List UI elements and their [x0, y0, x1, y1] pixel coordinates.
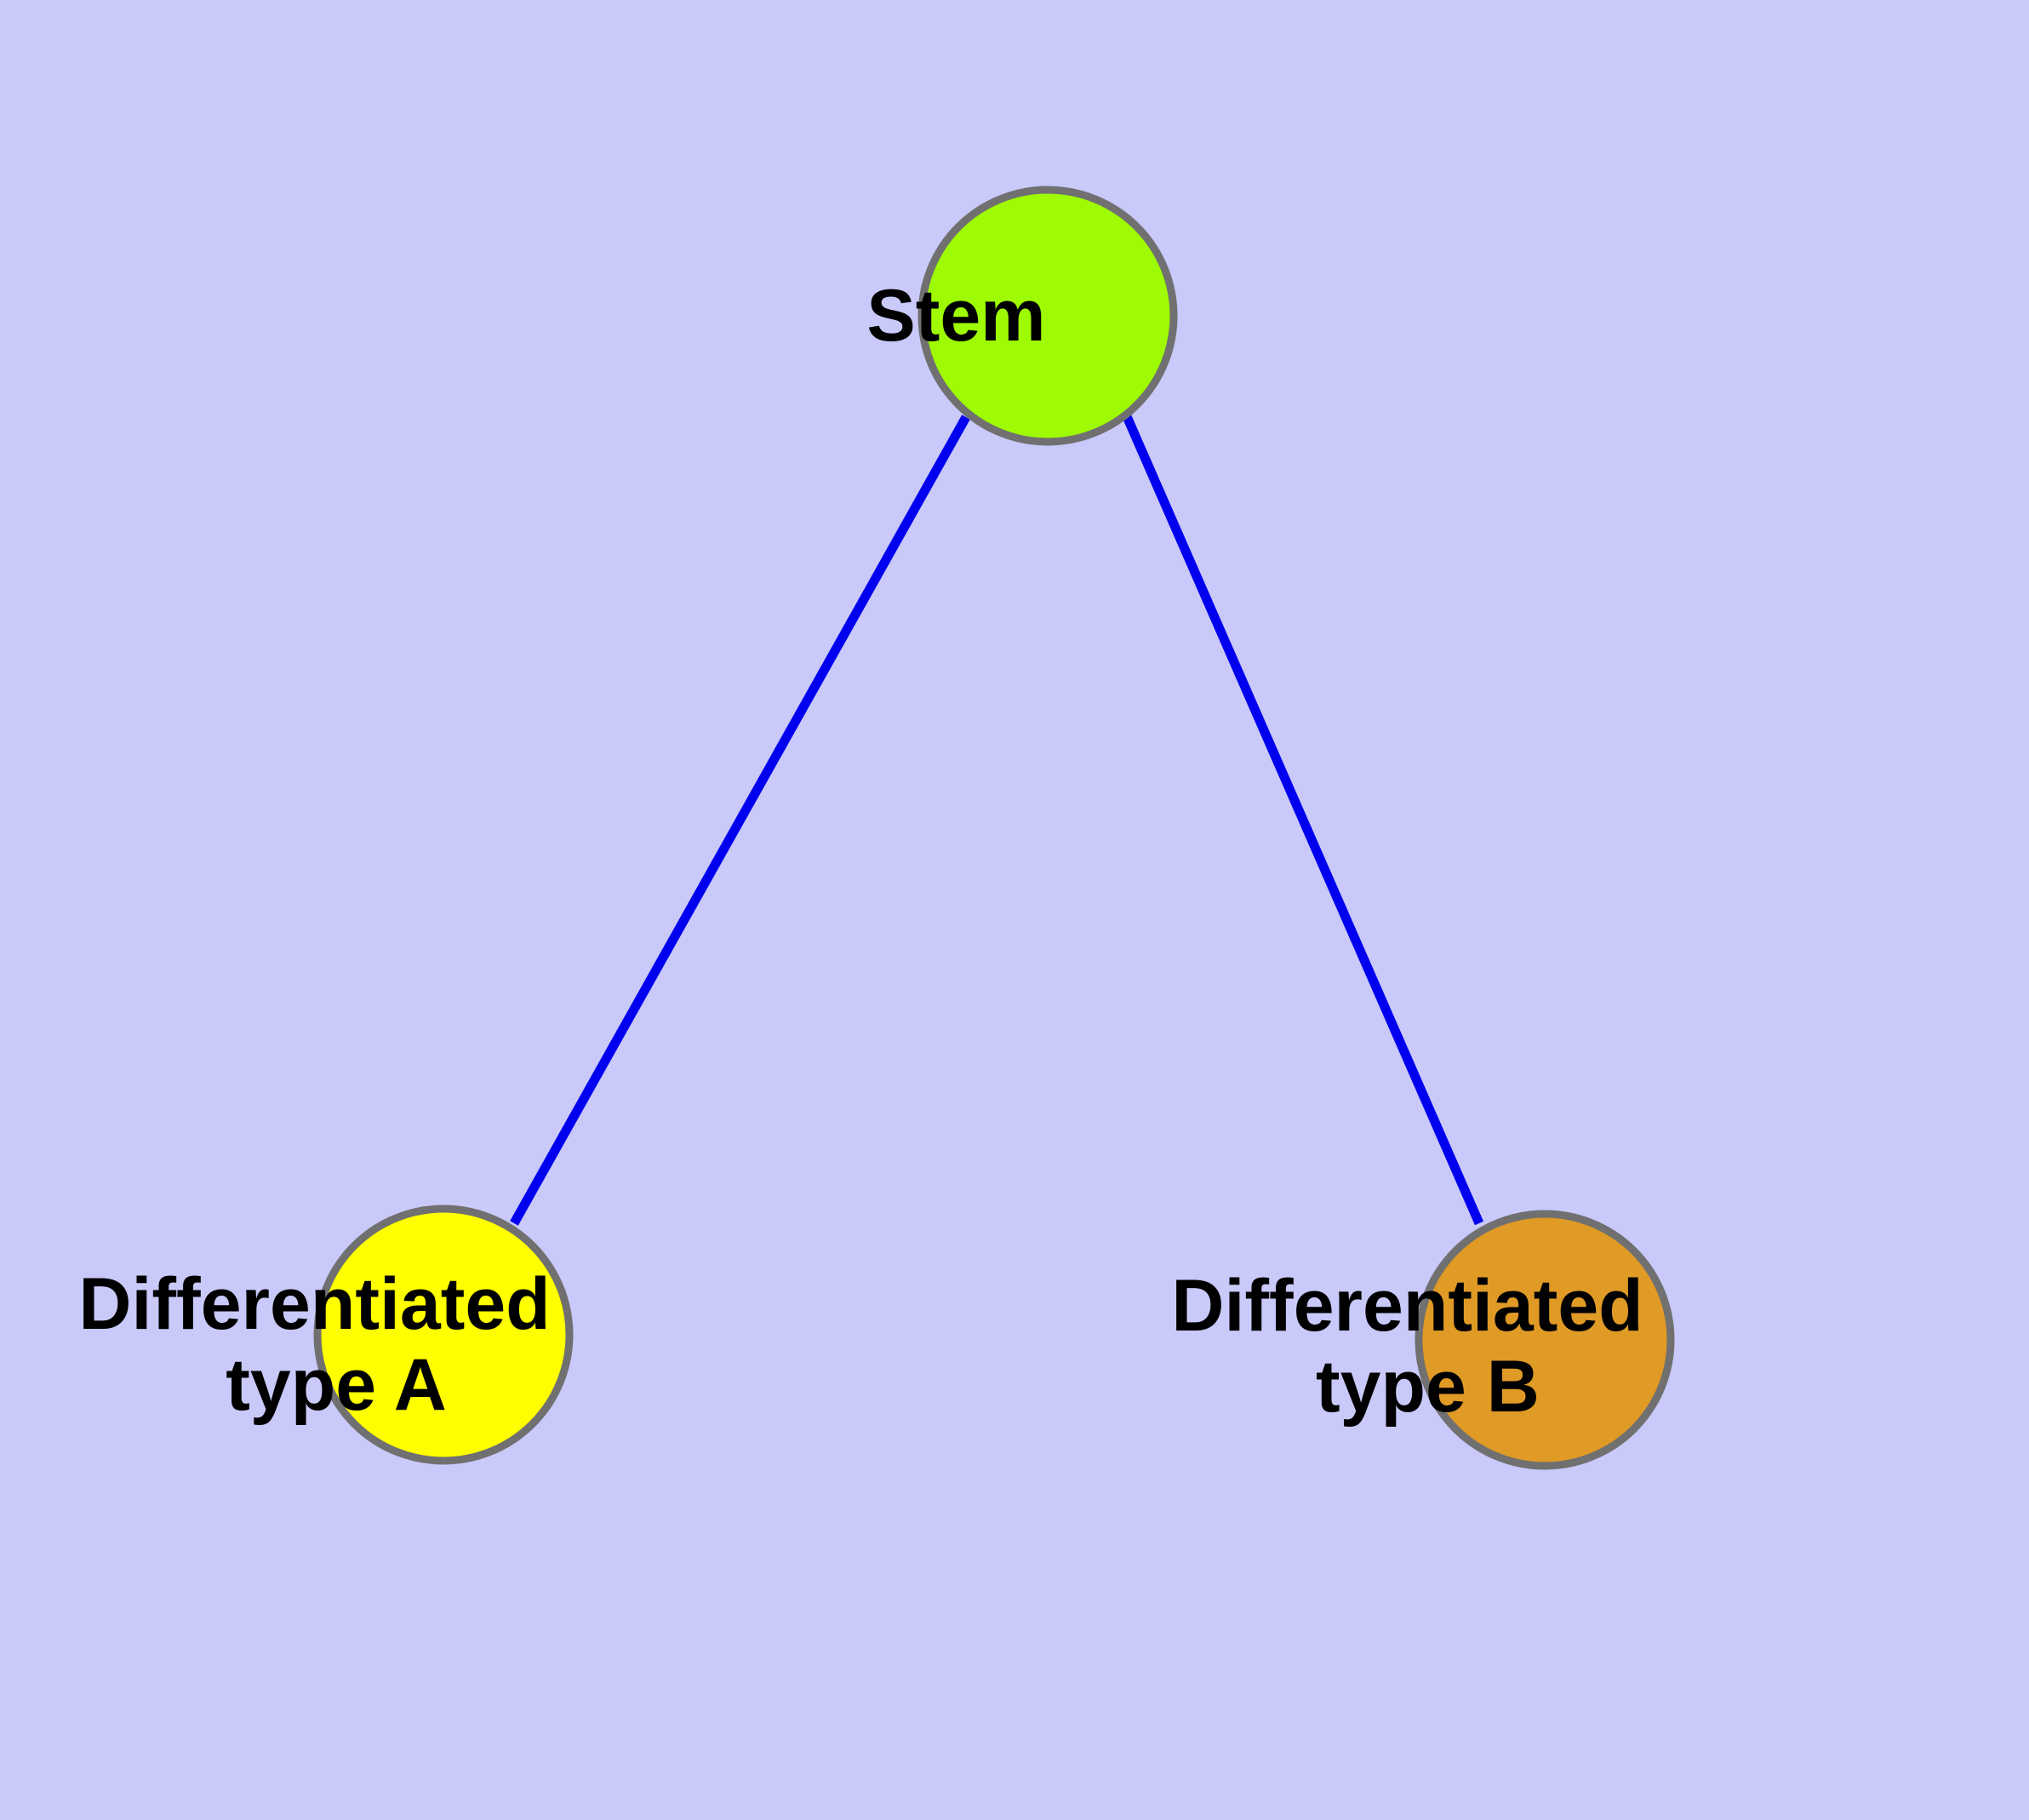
- node-differentiated-type-b[interactable]: Differentiated type B: [1171, 1210, 1866, 1470]
- node-differentiated-type-b-label: Differentiated type B: [1171, 1265, 1866, 1428]
- node-differentiated-type-a-circle[interactable]: [313, 1205, 574, 1465]
- node-differentiated-type-a-label-line-2: type A: [226, 1344, 445, 1426]
- edge-stem-differentiated-type-b[interactable]: [1121, 412, 1484, 1226]
- node-stem-label-line-1: Stem: [866, 275, 1045, 357]
- node-differentiated-type-b-label-line-2: type B: [1316, 1346, 1540, 1428]
- node-differentiated-type-a[interactable]: Differentiated type A: [78, 1205, 774, 1465]
- edge-stem-differentiated-type-a[interactable]: [510, 415, 970, 1226]
- node-differentiated-type-a-label: Differentiated type A: [78, 1263, 774, 1426]
- node-differentiated-type-b-circle[interactable]: [1415, 1210, 1675, 1470]
- node-differentiated-type-b-label-line-1: Differentiated: [1171, 1265, 1643, 1347]
- node-stem[interactable]: Stem: [866, 186, 1228, 446]
- node-stem-label: Stem: [866, 275, 1228, 357]
- node-stem-circle[interactable]: [917, 186, 1178, 446]
- node-layer: Stem Differentiated type A Differentiate…: [78, 186, 1866, 1470]
- node-differentiated-type-a-label-line-1: Differentiated: [78, 1263, 550, 1345]
- edge-layer: [510, 412, 1484, 1226]
